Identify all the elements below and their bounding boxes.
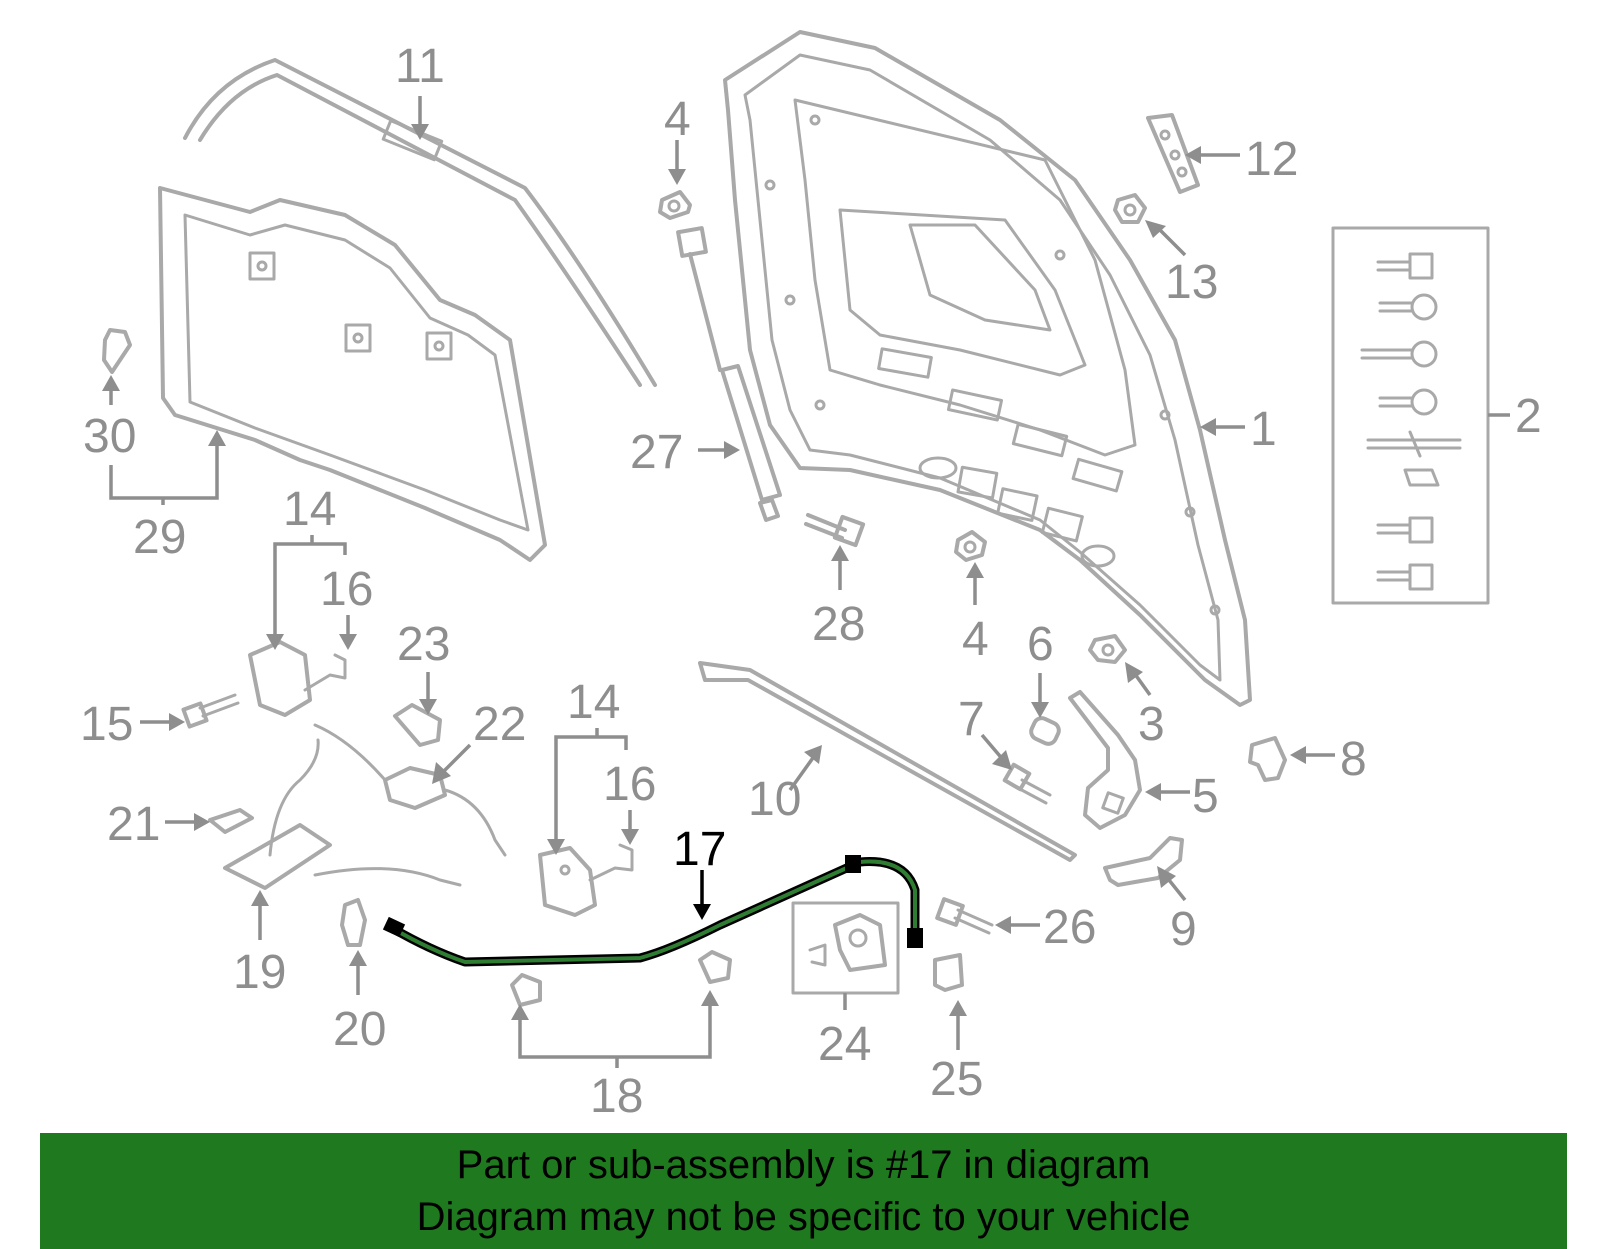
callout-20: 20 — [333, 1003, 386, 1056]
part-8-bracket — [1248, 736, 1287, 782]
banner-line-part: Part or sub-assembly is #17 in diagram — [456, 1143, 1151, 1187]
callout-25: 25 — [930, 1053, 983, 1106]
part-30-clip — [102, 328, 132, 374]
callout-4-lower: 4 — [962, 613, 989, 666]
banner-line-disclaimer: Diagram may not be specific to your vehi… — [416, 1195, 1191, 1239]
part-23-clip — [393, 703, 442, 747]
parts-diagram: 11 4 12 13 2 1 30 29 27 28 4 14 16 15 23… — [80, 30, 1542, 1123]
part-14-latch-left — [248, 640, 347, 717]
part-26-bolt — [935, 897, 994, 935]
callout-26: 26 — [1043, 901, 1096, 954]
callout-5: 5 — [1192, 770, 1219, 823]
callout-6: 6 — [1027, 618, 1054, 671]
part-19-lever — [223, 738, 462, 890]
part-22-release-handle — [313, 723, 507, 857]
part-28-bolt — [804, 513, 866, 548]
callout-1: 1 — [1250, 403, 1277, 456]
part-18-clips — [510, 950, 732, 1007]
part-2-hardware-kit — [1331, 226, 1490, 605]
part-21-retainer — [208, 808, 254, 834]
callout-27: 27 — [630, 426, 683, 479]
info-banner: Part or sub-assembly is #17 in diagram D… — [40, 1133, 1567, 1249]
callout-24: 24 — [818, 1018, 871, 1071]
callout-9: 9 — [1170, 903, 1197, 956]
part-13-nut — [1113, 193, 1147, 224]
callout-29: 29 — [133, 511, 186, 564]
leader-lines — [102, 96, 1510, 1068]
part-10-strip — [698, 661, 1077, 862]
callout-14-left: 14 — [283, 483, 336, 536]
callout-12: 12 — [1245, 133, 1298, 186]
part-3-nut — [1088, 634, 1127, 664]
callout-8: 8 — [1340, 733, 1367, 786]
part-14-latch-center — [538, 843, 634, 917]
part-25-bracket — [933, 953, 964, 992]
callout-28: 28 — [812, 598, 865, 651]
callout-21: 21 — [107, 798, 160, 851]
callout-4-upper: 4 — [664, 93, 691, 146]
callout-16-center: 16 — [603, 758, 656, 811]
callout-13: 13 — [1165, 256, 1218, 309]
part-9-striker — [1103, 836, 1184, 887]
part-29-hood-insulator — [158, 186, 547, 562]
callout-18: 18 — [590, 1070, 643, 1123]
callout-19: 19 — [233, 946, 286, 999]
part-15-bolt — [181, 693, 240, 729]
part-17-release-cable — [382, 855, 923, 967]
callout-16-left: 16 — [320, 563, 373, 616]
callout-23: 23 — [397, 618, 450, 671]
callout-10: 10 — [748, 773, 801, 826]
part-12-bracket — [1146, 113, 1200, 194]
part-5-hinge — [1068, 690, 1142, 830]
callout-11: 11 — [395, 40, 445, 93]
callout-14-center: 14 — [567, 676, 620, 729]
part-24-bracket-box — [791, 901, 900, 995]
part-7-bolt — [1002, 762, 1052, 805]
callout-3: 3 — [1138, 698, 1165, 751]
part-27-gas-strut — [676, 226, 782, 522]
callout-22: 22 — [473, 698, 526, 751]
callout-labels: 11 4 12 13 2 1 30 29 27 28 4 14 16 15 23… — [80, 40, 1542, 1123]
part-6-bushing — [1029, 716, 1061, 746]
part-4-bumper-lower — [954, 530, 987, 562]
callout-17: 17 — [673, 823, 726, 876]
part-20-clip — [340, 898, 367, 947]
part-4-bumper-upper — [658, 190, 692, 220]
callout-2: 2 — [1515, 390, 1542, 443]
part-1-hood — [723, 30, 1252, 707]
callout-7: 7 — [958, 693, 985, 746]
callout-15: 15 — [80, 698, 133, 751]
callout-30: 30 — [83, 410, 136, 463]
part-11-hood-seal — [183, 58, 657, 387]
